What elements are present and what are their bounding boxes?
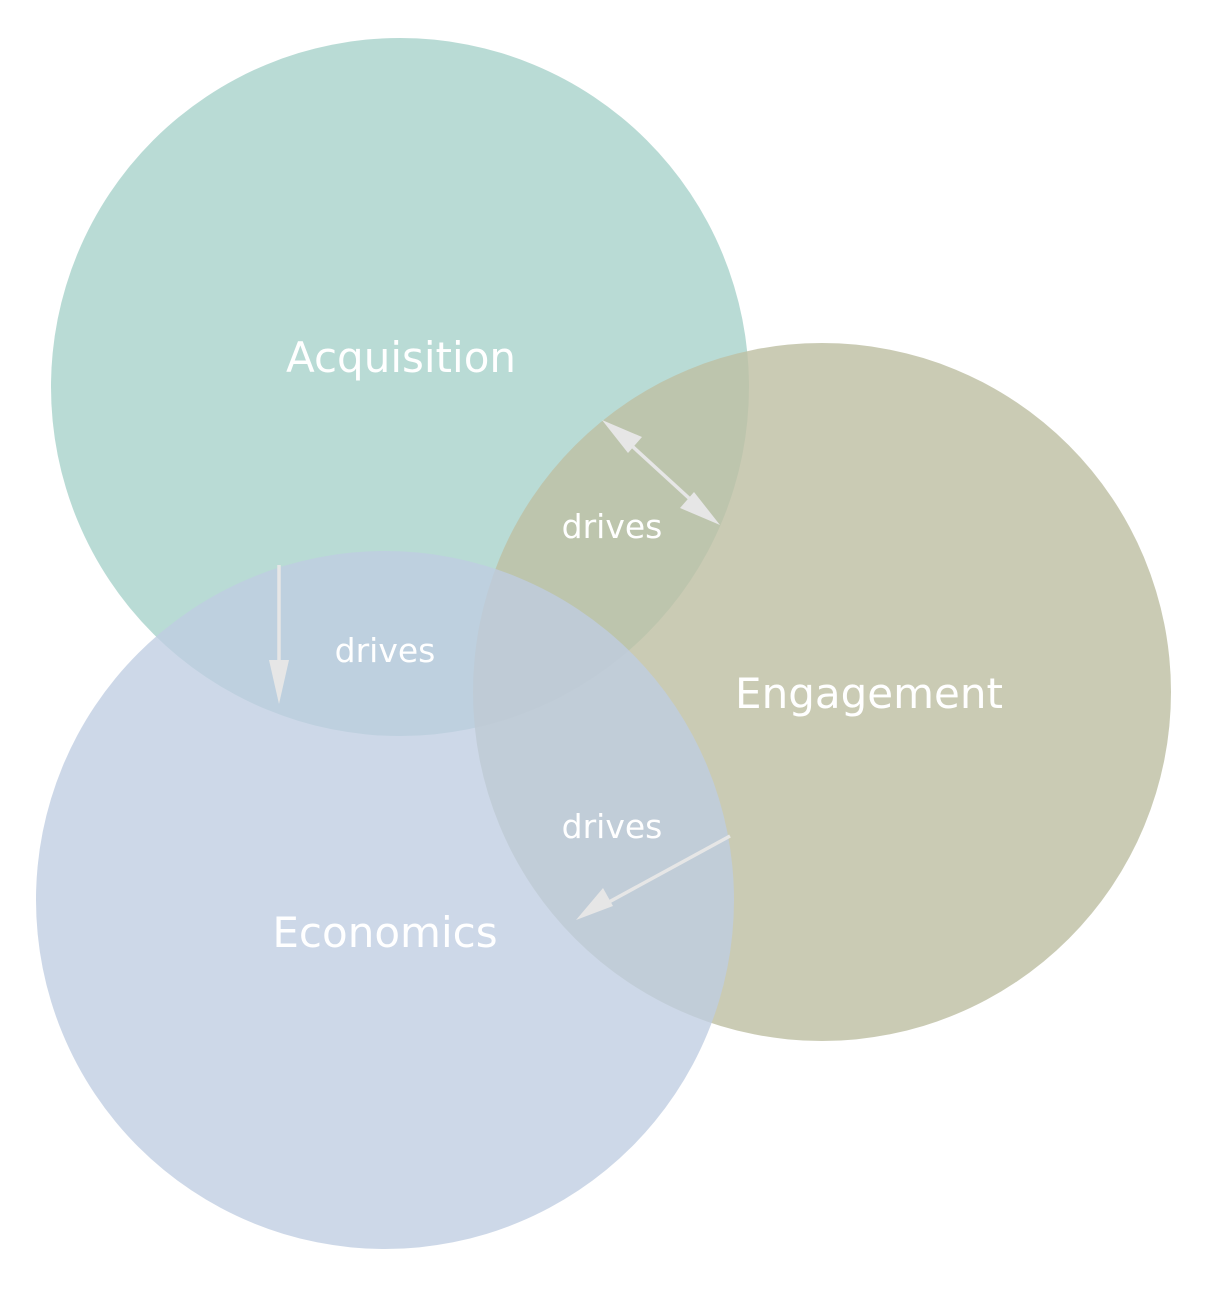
arrowhead-acquisition-engagement-end (680, 492, 720, 525)
label-engagement: Engagement (735, 669, 1003, 718)
arrowhead-acquisition-economics (269, 660, 289, 704)
arrowhead-acquisition-engagement-start (602, 420, 642, 453)
circle-economics (36, 551, 734, 1249)
relation-label-engagement-economics: drives (562, 807, 663, 846)
arrowhead-engagement-economics (576, 888, 613, 920)
relation-label-acquisition-economics: drives (335, 631, 436, 670)
arrow-acquisition-engagement (618, 433, 704, 512)
label-acquisition: Acquisition (286, 333, 516, 382)
relation-label-acquisition-engagement: drives (562, 507, 663, 546)
label-economics: Economics (272, 908, 497, 957)
arrow-engagement-economics (597, 834, 731, 910)
